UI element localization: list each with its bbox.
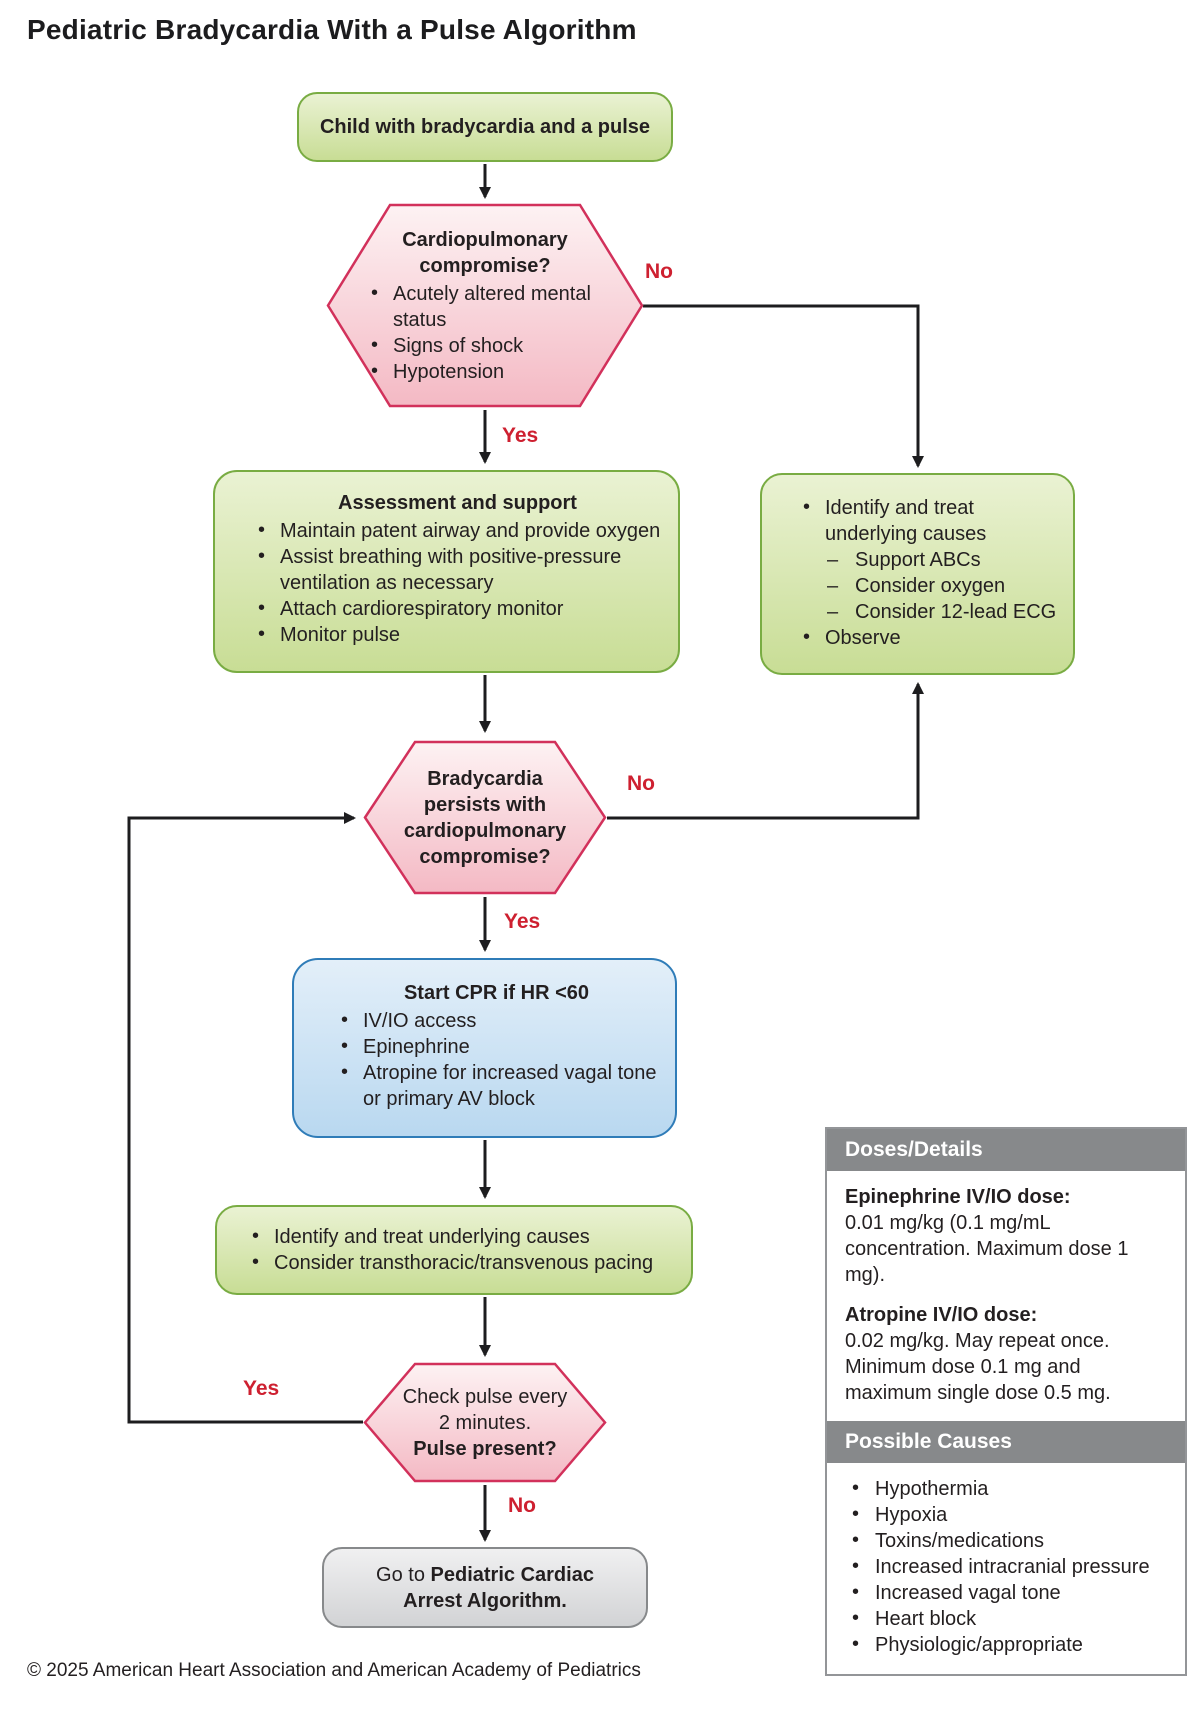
assessment-bullet: Attach cardiorespiratory monitor bbox=[253, 595, 662, 622]
possible-causes-header: Possible Causes bbox=[827, 1421, 1185, 1463]
hexagon-outline bbox=[363, 1362, 607, 1483]
observe-bullet: Identify and treat underlying causes bbox=[798, 494, 1067, 547]
goto-prefix: Go to bbox=[376, 1563, 431, 1586]
dose-entry-atropine: Atropine IV/IO dose: 0.02 mg/kg. May rep… bbox=[845, 1302, 1171, 1406]
pulse-check-question: Pulse present? bbox=[413, 1437, 557, 1460]
assessment-bullet: Maintain patent airway and provide oxyge… bbox=[253, 517, 662, 544]
cause-item: Physiologic/appropriate bbox=[845, 1631, 1151, 1658]
observe-sub-bullet: Consider oxygen bbox=[798, 573, 1059, 599]
doses-details-body: Epinephrine IV/IO dose: 0.01 mg/kg (0.1 … bbox=[827, 1171, 1185, 1421]
decision-title: Cardiopulmonary compromise? bbox=[402, 228, 568, 277]
pacing-bullet: Consider transthoracic/transvenous pacin… bbox=[247, 1249, 653, 1276]
decision-pulse-present: Check pulse every 2 minutes. Pulse prese… bbox=[363, 1362, 607, 1483]
dose-label: Epinephrine IV/IO dose: bbox=[845, 1186, 1071, 1208]
page-title: Pediatric Bradycardia With a Pulse Algor… bbox=[27, 14, 637, 45]
assessment-title: Assessment and support bbox=[338, 492, 577, 514]
cause-item: Increased vagal tone bbox=[845, 1579, 1151, 1606]
cause-item: Hypoxia bbox=[845, 1501, 1151, 1528]
cpr-bullet: IV/IO access bbox=[336, 1007, 657, 1034]
dose-entry-epinephrine: Epinephrine IV/IO dose: 0.01 mg/kg (0.1 … bbox=[845, 1184, 1171, 1288]
cause-item: Toxins/medications bbox=[845, 1527, 1151, 1554]
branch-label-yes: Yes bbox=[502, 424, 539, 447]
pacing-bullet: Identify and treat underlying causes bbox=[247, 1223, 653, 1250]
observe-bullet: Observe bbox=[798, 624, 1059, 651]
decision-title: Bradycardia persists with cardiopulmonar… bbox=[403, 767, 567, 868]
pulse-check-text: Check pulse every 2 minutes. bbox=[402, 1385, 568, 1434]
decision-cardiopulmonary-compromise: Cardiopulmonary compromise? Acutely alte… bbox=[326, 203, 644, 408]
decision-bullet: Signs of shock bbox=[366, 332, 604, 359]
doses-details-header: Doses/Details bbox=[827, 1129, 1185, 1171]
node-pacing: Identify and treat underlying causes Con… bbox=[215, 1205, 693, 1295]
node-start-cpr: Start CPR if HR <60 IV/IO access Epineph… bbox=[292, 958, 677, 1138]
assessment-bullet: Monitor pulse bbox=[253, 621, 662, 648]
node-goto-cardiac-arrest: Go to Pediatric Cardiac Arrest Algorithm… bbox=[322, 1547, 648, 1628]
hexagon-shape bbox=[363, 740, 607, 895]
decision-bullet: Acutely altered mental status bbox=[366, 280, 604, 333]
cause-item: Hypothermia bbox=[845, 1475, 1151, 1502]
connector-compromise-no bbox=[643, 304, 924, 468]
decision-bullet: Hypotension bbox=[366, 358, 604, 385]
node-start: Child with bradycardia and a pulse bbox=[297, 92, 673, 162]
cpr-bullet: Epinephrine bbox=[336, 1033, 657, 1060]
possible-causes-body: Hypothermia Hypoxia Toxins/medications I… bbox=[827, 1463, 1185, 1674]
copyright-footer: © 2025 American Heart Association and Am… bbox=[27, 1660, 641, 1681]
branch-label-no: No bbox=[645, 260, 673, 283]
cpr-title: Start CPR if HR <60 bbox=[403, 982, 590, 1004]
hexagon-shape bbox=[363, 1362, 607, 1483]
dose-text: 0.02 mg/kg. May repeat once. Minimum dos… bbox=[845, 1330, 1111, 1404]
node-assessment-and-support: Assessment and support Maintain patent a… bbox=[213, 470, 680, 673]
branch-label-no: No bbox=[508, 1494, 536, 1517]
observe-sub-bullet: Consider 12-lead ECG bbox=[798, 599, 1059, 625]
cpr-bullet: Atropine for increased vagal tone or pri… bbox=[336, 1059, 663, 1112]
node-observe: Identify and treat underlying causes Sup… bbox=[760, 473, 1075, 675]
assessment-bullet: Assist breathing with positive-pressure … bbox=[253, 543, 662, 596]
branch-label-yes: Yes bbox=[243, 1377, 280, 1400]
goto-text: Go to Pediatric Cardiac Arrest Algorithm… bbox=[359, 1562, 611, 1614]
dose-text: 0.01 mg/kg (0.1 mg/mL concentration. Max… bbox=[845, 1212, 1129, 1286]
branch-label-no: No bbox=[627, 772, 655, 795]
connector-persists-no bbox=[607, 682, 924, 820]
hexagon-outline bbox=[363, 740, 607, 895]
goto-emphasis: Pediatric Cardiac Arrest Algorithm. bbox=[403, 1563, 594, 1612]
side-panel: Doses/Details Epinephrine IV/IO dose: 0.… bbox=[825, 1127, 1187, 1676]
start-text: Child with bradycardia and a pulse bbox=[319, 116, 651, 138]
cause-item: Heart block bbox=[845, 1605, 1151, 1632]
observe-sub-bullet: Support ABCs bbox=[798, 547, 1059, 573]
connector-pulse-yes-feedback bbox=[127, 812, 363, 1424]
cause-item: Increased intracranial pressure bbox=[845, 1553, 1151, 1580]
branch-label-yes: Yes bbox=[504, 910, 541, 933]
dose-label: Atropine IV/IO dose: bbox=[845, 1304, 1038, 1326]
decision-bradycardia-persists: Bradycardia persists with cardiopulmonar… bbox=[363, 740, 607, 895]
